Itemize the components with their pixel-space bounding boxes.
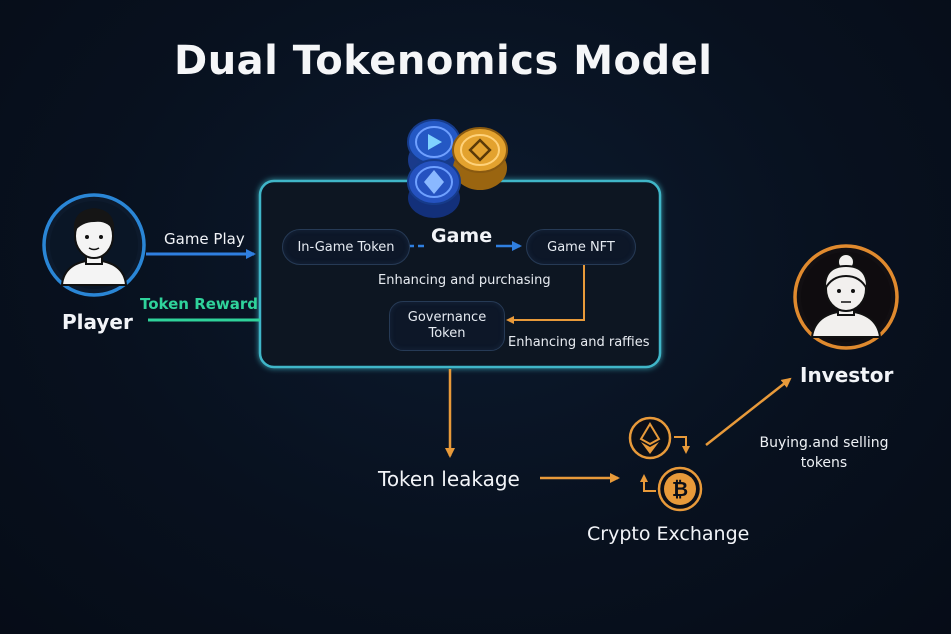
- token-reward-label: Token Reward: [140, 295, 259, 313]
- enhancing-raffles-label: Enhancing and raffies: [508, 335, 650, 350]
- diagram-title: Dual Tokenomics Model: [174, 38, 713, 84]
- exchange-cycle-arrow-left: [640, 474, 656, 492]
- woman-avatar-icon: [793, 244, 899, 350]
- game-nft-node: Game NFT: [526, 229, 636, 265]
- bitcoin-icon: ₿: [657, 466, 703, 512]
- token-coins-icon: [407, 119, 508, 218]
- player-avatar-icon: [42, 193, 146, 297]
- player-label: Player: [62, 310, 133, 334]
- investor-label: Investor: [800, 363, 894, 387]
- game-label: Game: [431, 225, 493, 247]
- buying-selling-label: Buying.and selling tokens: [759, 435, 889, 471]
- exchange-to-investor-arrow: [705, 377, 792, 446]
- in-game-token-node: In-Game Token: [282, 229, 410, 265]
- ethereum-icon: [628, 416, 672, 460]
- enhancing-purchasing-label: Enhancing and purchasing: [378, 273, 551, 288]
- exchange-cycle-arrow-right: [674, 436, 690, 454]
- game-play-label: Game Play: [164, 230, 245, 248]
- nft-to-governance-arrow: [506, 264, 585, 324]
- token-leakage-label: Token leakage: [378, 467, 520, 491]
- governance-token-node: Governance Token: [389, 301, 505, 351]
- svg-text:₿: ₿: [672, 477, 688, 501]
- crypto-exchange-label: Crypto Exchange: [587, 523, 750, 545]
